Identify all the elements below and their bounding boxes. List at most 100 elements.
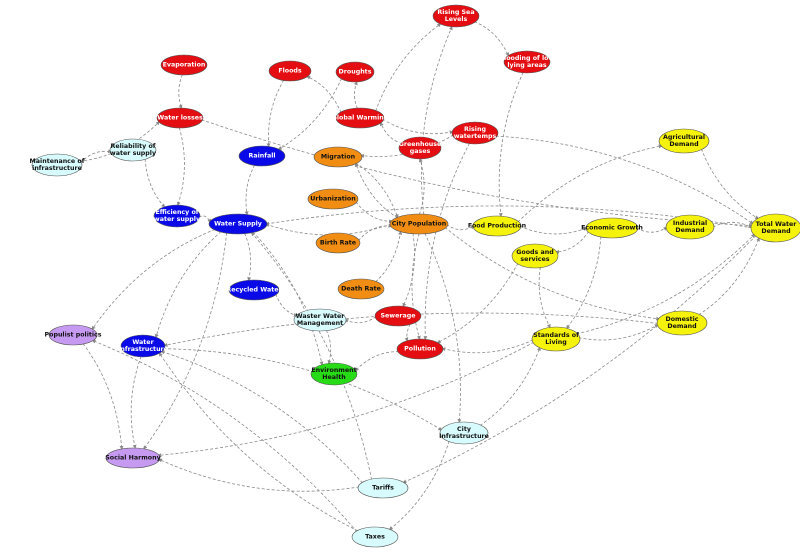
edge-taxes-to-populist-politics (91, 339, 358, 532)
edge-global-warming-to-floods (306, 75, 342, 113)
edge-standards-of-living-to-total-water-demand (576, 233, 756, 335)
node-death-rate[interactable]: Death Rate (337, 278, 385, 300)
node-recycled-water[interactable]: Recycled Water (226, 279, 282, 301)
node-pollution[interactable]: Pollution (396, 338, 444, 360)
edge-rising-sea-levels-to-flooding-low-lying (474, 21, 510, 57)
edge-sewerage-to-pollution (404, 323, 411, 342)
edge-water-supply-to-populist-politics (91, 228, 216, 331)
edge-flooding-low-lying-to-food-production (498, 72, 524, 218)
node-label-economic-growth: Economic Growth (581, 225, 643, 232)
node-shape-waster-water-management (293, 308, 347, 332)
node-label-food-production: Food Production (468, 223, 526, 230)
edge-maintenance-infrastructure-to-reliability-water-supply (80, 149, 112, 164)
node-label-taxes: Taxes (365, 534, 385, 541)
node-tariffs[interactable]: Tariffs (357, 477, 409, 499)
node-label-global-warming: Global Warming (332, 115, 389, 122)
edge-domestic-demand-to-total-water-demand (698, 237, 760, 316)
edge-water-losses-to-efficiency-water-supply (176, 127, 185, 206)
node-water-losses[interactable]: Water losses (156, 107, 204, 129)
node-label-maintenance-infrastructure: infrastructure (32, 165, 82, 172)
edge-sewerage-to-waster-water-management (344, 316, 377, 324)
edge-city-infrastructure-to-standards-of-living (479, 346, 541, 426)
node-shape-birth-rate (315, 232, 361, 254)
node-global-warming[interactable]: Global Warming (332, 107, 389, 129)
node-social-harmony[interactable]: Social Harmony (105, 447, 161, 469)
edge-total-water-demand-to-tariffs (402, 235, 757, 484)
node-migration[interactable]: Migration (313, 146, 363, 168)
edge-city-population-to-city-infrastructure (424, 233, 462, 424)
edge-evaporation-to-water-losses (178, 74, 183, 109)
node-label-social-harmony: Social Harmony (105, 455, 160, 462)
edge-migration-to-city-population (355, 162, 399, 219)
edge-greenhouse-gases-to-global-warming (379, 121, 403, 144)
node-label-environment-health: Health (322, 374, 345, 381)
node-droughts[interactable]: Droughts (335, 61, 375, 83)
edge-water-losses-to-total-water-demand (201, 119, 753, 228)
node-shape-total-water-demand (750, 213, 800, 243)
node-shape-urbanization (307, 188, 359, 210)
node-shape-sewerage (374, 305, 422, 327)
edge-rainfall-to-water-supply (244, 164, 256, 216)
node-label-water-infrastructure: Infrastructure (118, 346, 168, 353)
node-label-standards-of-living: Living (545, 339, 566, 346)
node-shape-goods-and-services (511, 243, 559, 269)
node-label-domestic-demand: Domestic (665, 316, 698, 323)
node-floods[interactable]: Floods (268, 60, 312, 82)
node-label-total-water-demand: Total Water (756, 221, 798, 228)
node-label-city-infrastructure: Infrastructure (439, 433, 489, 440)
node-urbanization[interactable]: Urbanization (307, 188, 359, 210)
edge-efficiency-water-supply-to-water-supply (198, 215, 212, 224)
node-label-environment-health: Environment (311, 367, 356, 374)
edge-floods-to-rainfall (266, 79, 285, 148)
node-label-rainfall: Rainfall (248, 153, 275, 160)
edge-tariffs-to-water-supply (250, 231, 372, 480)
node-shape-efficiency-water-supply (153, 204, 201, 228)
edge-birth-rate-to-city-population (357, 223, 393, 242)
node-water-supply[interactable]: Water Supply (208, 213, 268, 235)
edge-goods-and-services-to-standards-of-living (538, 267, 551, 329)
node-sewerage[interactable]: Sewerage (374, 305, 422, 327)
node-birth-rate[interactable]: Birth Rate (315, 232, 361, 254)
node-shape-standards-of-living (531, 326, 581, 352)
node-label-tariffs: Tariffs (372, 485, 394, 492)
node-food-production[interactable]: Food Production (468, 215, 526, 237)
node-evaporation[interactable]: Evaporation (160, 54, 208, 76)
node-shape-water-infrastructure (120, 334, 166, 358)
node-label-standards-of-living: Standards of (533, 332, 579, 339)
node-populist-politics[interactable]: Populist politics (45, 324, 102, 346)
node-label-evaporation: Evaporation (163, 62, 206, 69)
node-label-industrial-demand: Industrial (673, 220, 707, 227)
node-taxes[interactable]: Taxes (351, 526, 399, 548)
node-label-flooding-low-lying: lying areas (507, 62, 546, 69)
node-shape-pollution (396, 338, 444, 360)
edge-recycled-water-to-waster-water-management (275, 293, 298, 317)
node-label-water-infrastructure: Water (132, 339, 154, 346)
node-label-rising-watertemps: Rising (464, 126, 486, 133)
node-rainfall[interactable]: Rainfall (238, 145, 286, 167)
node-label-greenhouse-gases: gases (410, 148, 431, 155)
edge-goods-and-services-to-pollution (436, 263, 519, 344)
node-label-efficiency-water-supply: Efficiency of (155, 209, 198, 216)
node-label-water-losses: Water losses (157, 115, 203, 122)
node-label-efficiency-water-supply: water supply (154, 216, 200, 223)
node-city-population[interactable]: City Population (389, 213, 449, 235)
node-economic-growth[interactable]: Economic Growth (581, 217, 643, 239)
